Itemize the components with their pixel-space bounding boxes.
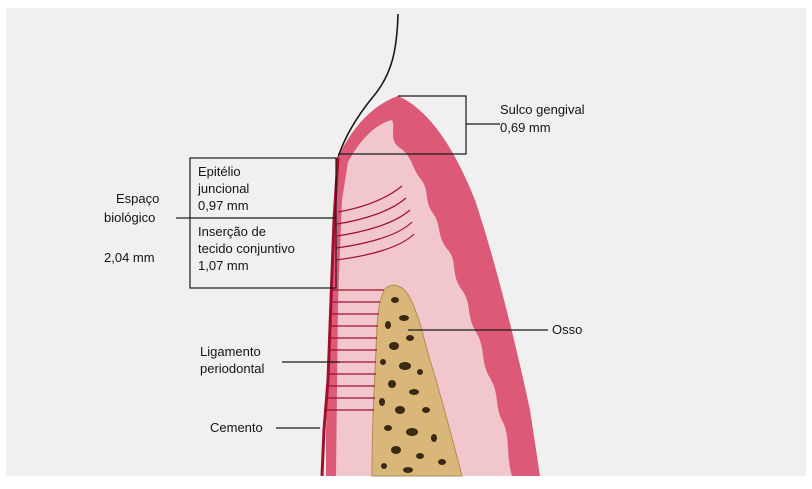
sulco-label-line1: Sulco gengival [500,102,585,117]
espaco-label-line1: Espaço [116,191,159,206]
insercao-label-line3: 1,07 mm [198,258,249,273]
epitelio-label-line1: Epitélio [198,164,241,179]
epitelio-label-line2: juncional [197,181,249,196]
ligamento-label-line1: Ligamento [200,344,261,359]
espaco-value: 2,04 mm [104,250,155,265]
insercao-label-line1: Inserção de [198,224,266,239]
espaco-label-line2: biológico [104,210,155,225]
cemento-label: Cemento [210,420,263,435]
insercao-label-line2: tecido conjuntivo [198,241,295,256]
osso-label: Osso [552,322,582,337]
ligamento-label-line2: periodontal [200,361,264,376]
epitelio-label-line3: 0,97 mm [198,198,249,213]
sulco-label-line2: 0,69 mm [500,120,551,135]
